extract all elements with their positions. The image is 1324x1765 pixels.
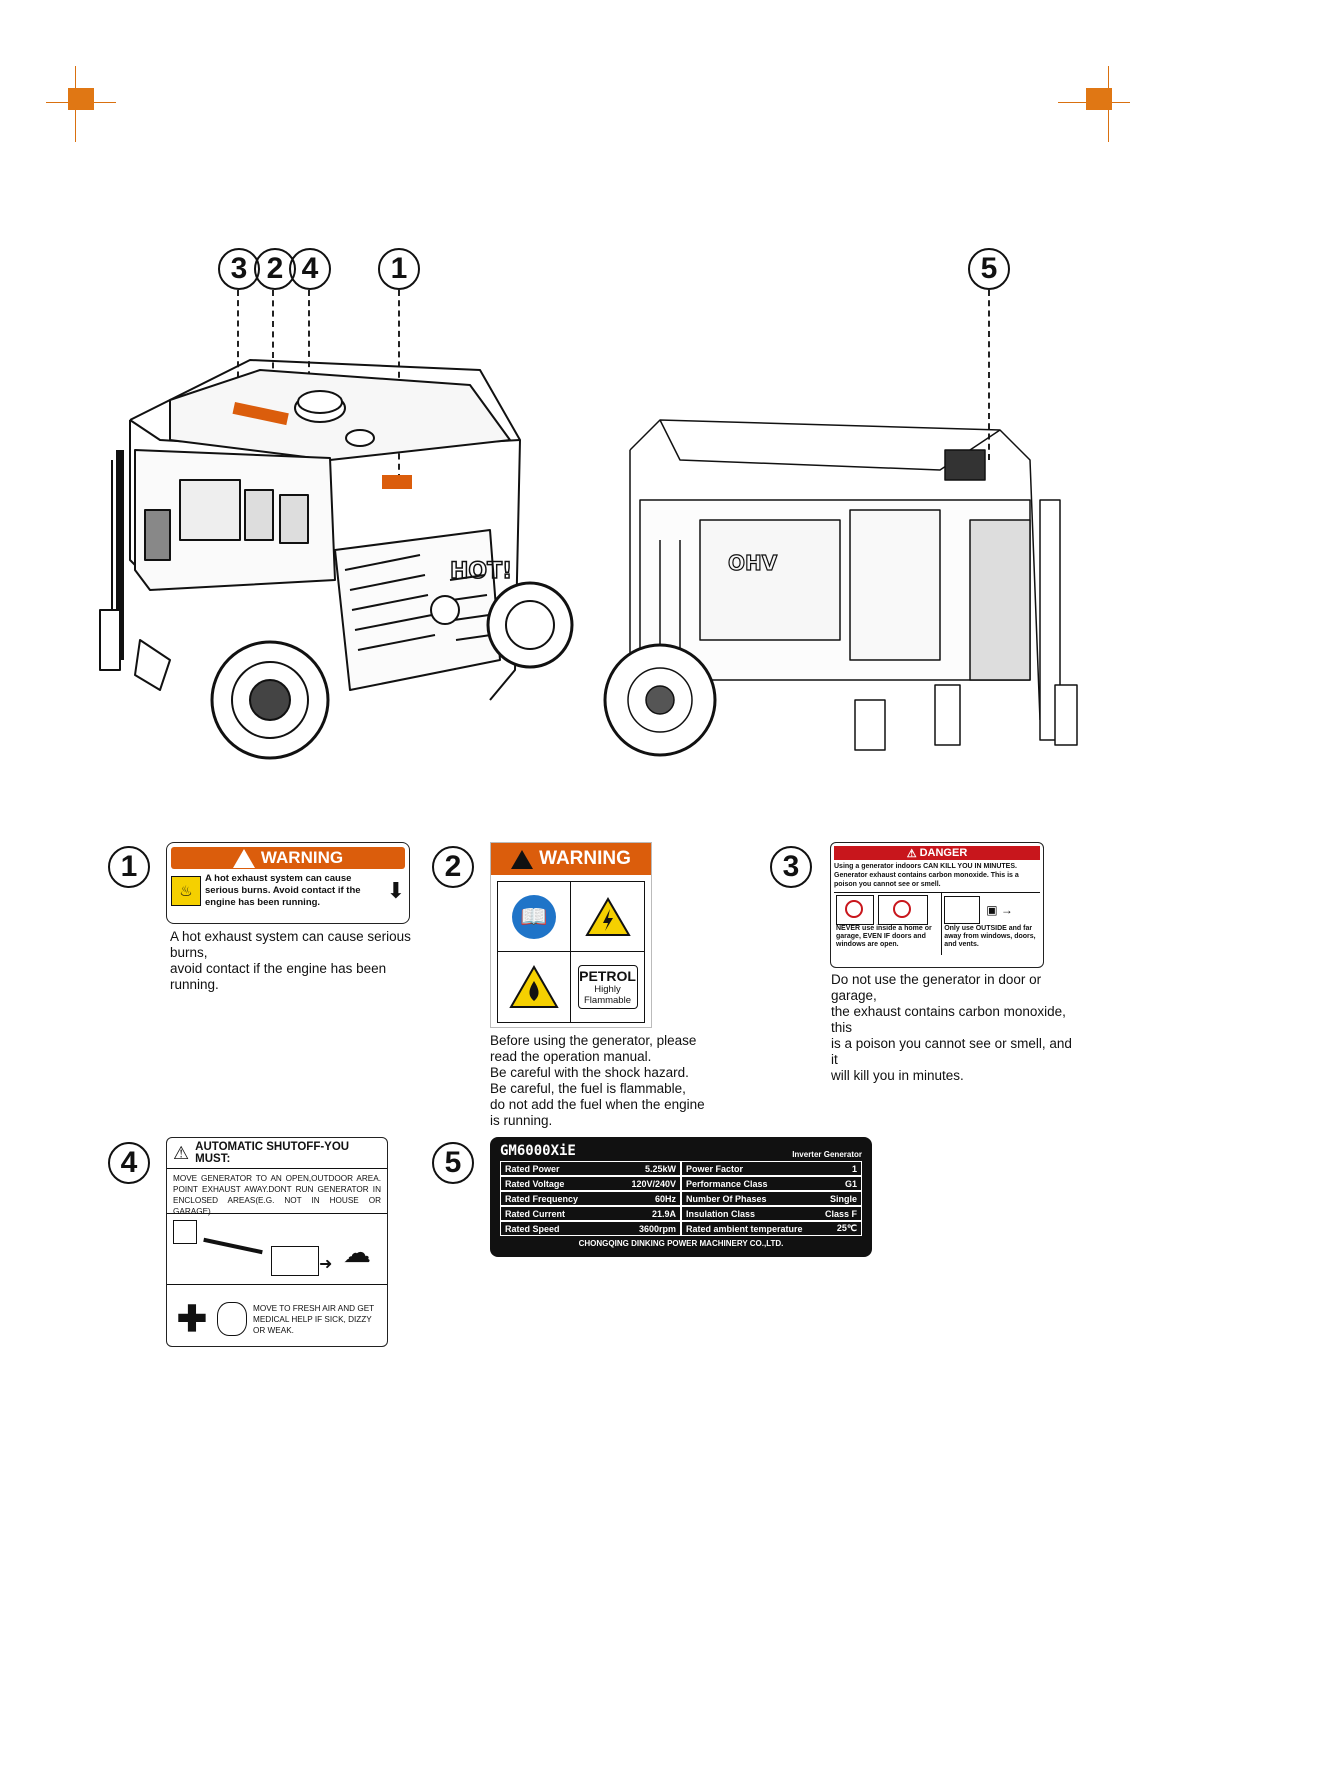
medical-cross-icon: ✚ [176,1298,208,1339]
label-4-number: 4 [108,1142,150,1184]
label-1-text: A hot exhaust system can cause serious b… [205,873,361,908]
callout-5: 5 [968,248,1010,290]
nameplate-value: G1 [844,1178,857,1189]
petrol-text: PETROL [579,968,636,984]
nameplate-key: Number Of Phases [686,1193,767,1204]
nameplate-value: 25℃ [836,1223,857,1233]
leader-line-5 [988,290,990,460]
no-house-icon [836,895,874,925]
label-1-caption: A hot exhaust system can cause serious b… [170,929,411,992]
label-3-caption: Do not use the generator in door or gara… [831,972,1072,1083]
nameplate-key: Rated ambient temperature [686,1223,803,1234]
callout-4: 4 [289,248,331,290]
nameplate-value: 5.25kW [644,1163,676,1174]
label-3-number: 3 [770,846,812,888]
sick-face-icon [217,1302,247,1336]
label-4-text1: MOVE GENERATOR TO AN OPEN,OUTDOOR AREA. … [167,1169,387,1216]
generator-rear-illustration: OHV [603,419,1078,757]
nameplate-cell: Rated ambient temperature 25℃ [681,1221,862,1236]
warning-triangle-icon [511,849,534,869]
nameplate-cell: Insulation Class Class F [681,1206,862,1221]
label-2-header-text: WARNING [539,848,631,869]
flammable-icon [509,965,559,1008]
generator-front-illustration: HOT! [99,359,574,760]
leader-line-2 [272,290,274,420]
warning-triangle-icon: ⚠ [906,847,917,860]
label-3-line1: Using a generator indoors CAN KILL YOU I… [834,863,1017,870]
exhaust-cloud-icon: ☁ [343,1237,371,1268]
leader-line-4 [308,290,310,428]
label-4-header: AUTOMATIC SHUTOFF-YOU MUST: [195,1141,350,1165]
nameplate-value: Single [829,1193,857,1204]
house-icon [944,896,981,924]
label-3-header-text: DANGER [919,847,968,859]
down-arrow-icon: ⬇ [386,878,405,903]
generator-small-icon [271,1246,319,1276]
nameplate-value: 120V/240V [631,1178,676,1189]
label-1-header-text: WARNING [260,848,344,867]
label-3-line2: Generator exhaust contains carbon monoxi… [834,872,1019,888]
nameplate-value: 60Hz [654,1193,676,1204]
nameplate-cell: Rated Power 5.25kW [500,1161,681,1176]
label-3-danger: ⚠ DANGER Using a generator indoors CAN K… [830,842,1044,968]
nameplate-key: Insulation Class [686,1208,756,1219]
label-1-warning: WARNING ♨ A hot exhaust system can cause… [166,842,410,924]
label-5-number: 5 [432,1142,474,1184]
no-garage-icon [878,895,928,925]
nameplate-value: 21.9A [651,1208,676,1219]
label-2-caption: Before using the generator, please read … [490,1033,705,1128]
petrol-subtext: Highly Flammable [584,984,631,1006]
label-3-right-text: Only use OUTSIDE and far away from windo… [944,925,1036,948]
nameplate-cell: Rated Current 21.9A [500,1206,681,1221]
label-1-number: 1 [108,846,150,888]
manufacturer: CHONGQING DINKING POWER MACHINERY CO.,LT… [578,1239,784,1248]
callout-1: 1 [378,248,420,290]
nameplate-value: 3600rpm [638,1223,676,1234]
nameplate-key: Performance Class [686,1178,768,1189]
label-3-header: ⚠ DANGER [834,846,1040,860]
generator-outside-icon: ▣ → [986,903,1013,917]
label-4-illustration: ➜ ☁ [167,1214,387,1285]
label-2-number: 2 [432,846,474,888]
label-3-left-text: NEVER use inside a home or garage, EVEN … [836,925,932,948]
label-1-header: WARNING [171,847,405,869]
nameplate-cell: Rated Voltage 120V/240V [500,1176,681,1191]
nameplate-value: Class F [824,1208,857,1219]
petrol-box: PETROL Highly Flammable [577,965,638,1009]
nameplate-value: 1 [851,1163,857,1174]
nameplate-key: Rated Current [505,1208,566,1219]
nameplate-key: Rated Power [505,1163,560,1174]
electric-shock-icon [584,896,631,936]
arrow-icon [203,1237,263,1255]
label-5-nameplate: GM6000XiE Inverter Generator Rated Power… [490,1137,872,1257]
nameplate-key: Power Factor [686,1163,744,1174]
house-outline-icon [173,1220,197,1244]
hot-decal-text: HOT! [450,559,512,584]
read-manual-icon: 📖 [512,894,556,939]
label-4-shutoff: ⚠ AUTOMATIC SHUTOFF-YOU MUST: MOVE GENER… [166,1137,388,1347]
warning-cloud-icon: ⚠ [173,1142,190,1163]
nameplate-key: Rated Voltage [505,1178,565,1189]
nameplate-cell: Performance Class G1 [681,1176,862,1191]
warning-triangle-icon [232,848,255,868]
nameplate-key: Rated Frequency [505,1193,579,1204]
arrow-right-icon: ➜ [319,1256,333,1273]
nameplate-cell: Rated Frequency 60Hz [500,1191,681,1206]
generator-type: Inverter Generator [792,1150,862,1159]
label-2-warning: WARNING 📖 PETROL Highly Flammable [490,842,652,1028]
nameplate-key: Rated Speed [505,1223,560,1234]
label-4-text2: MOVE TO FRESH AIR AND GET MEDICAL HELP I… [253,1303,375,1335]
hot-surface-icon: ♨ [171,876,201,906]
nameplate-cell: Rated Speed 3600rpm [500,1221,681,1236]
model-name: GM6000XiE [500,1143,576,1159]
ohv-decal-text: OHV [728,551,778,575]
label-2-header: WARNING [491,843,651,875]
nameplate-cell: Number Of Phases Single [681,1191,862,1206]
nameplate-cell: Power Factor 1 [681,1161,862,1176]
leader-line-3 [237,290,239,408]
